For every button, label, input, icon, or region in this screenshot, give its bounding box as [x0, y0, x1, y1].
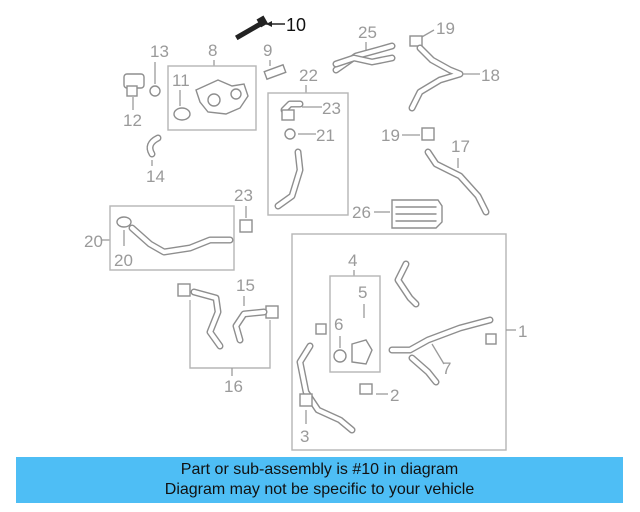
callout-13: 13 — [150, 42, 169, 61]
part-18-19-hose[interactable]: 19 18 — [408, 19, 500, 112]
callout-19-top: 19 — [436, 19, 455, 38]
banner-line-2: Diagram may not be specific to your vehi… — [164, 481, 475, 498]
callout-3: 3 — [300, 427, 309, 446]
part-26-pipe[interactable]: 25 — [332, 23, 396, 74]
callout-25: 23 — [322, 99, 341, 118]
part-14-hose[interactable]: 14 — [146, 134, 165, 186]
callout-1: 1 — [518, 322, 527, 341]
callout-18: 18 — [481, 66, 500, 85]
part-27-cooler[interactable]: 26 — [352, 199, 443, 229]
callout-17: 17 — [451, 137, 470, 156]
callout-5: 5 — [358, 283, 367, 302]
callout-10: 10 — [286, 15, 306, 35]
callout-4: 4 — [348, 251, 357, 270]
callout-27: 26 — [352, 203, 371, 222]
callout-19-lower: 19 — [381, 126, 400, 145]
callout-20: 20 — [84, 232, 103, 251]
part-20-pipe-group[interactable]: 20 20 23 — [84, 186, 253, 271]
callout-9: 9 — [263, 41, 272, 60]
parts-diagram: 10 13 12 8 11 14 9 22 — [84, 15, 527, 451]
part-13-12-group[interactable]: 13 12 — [123, 42, 169, 130]
callout-16: 16 — [224, 377, 243, 396]
callout-2: 2 — [390, 386, 399, 405]
callout-6: 6 — [334, 315, 343, 334]
callout-14: 14 — [146, 167, 165, 186]
callout-8: 8 — [208, 41, 217, 60]
callout-26: 25 — [358, 23, 377, 42]
callout-7: 7 — [442, 359, 451, 378]
part-9-bolt[interactable]: 9 — [263, 41, 287, 81]
part-10-bolt[interactable]: 10 — [235, 15, 306, 41]
banner-line-1: Part or sub-assembly is #10 in diagram — [180, 461, 459, 478]
callout-15: 15 — [236, 276, 255, 295]
callout-21: 20 — [114, 251, 133, 270]
callout-23: 21 — [316, 126, 335, 145]
part-1-assembly-group[interactable]: 1 4 5 6 7 2 3 — [291, 233, 527, 451]
part-22-hose-group[interactable]: 22 23 21 — [267, 66, 349, 216]
part-16-hose-group[interactable]: 15 16 — [177, 276, 279, 396]
callout-22: 22 — [299, 66, 318, 85]
callout-11: 11 — [172, 71, 190, 90]
callout-12: 12 — [123, 111, 142, 130]
part-17-pipe[interactable]: 19 17 — [381, 126, 490, 216]
info-banner: Part or sub-assembly is #10 in diagram D… — [16, 457, 623, 503]
callout-24: 23 — [234, 186, 253, 205]
part-8-housing-group[interactable]: 8 11 — [167, 41, 257, 131]
